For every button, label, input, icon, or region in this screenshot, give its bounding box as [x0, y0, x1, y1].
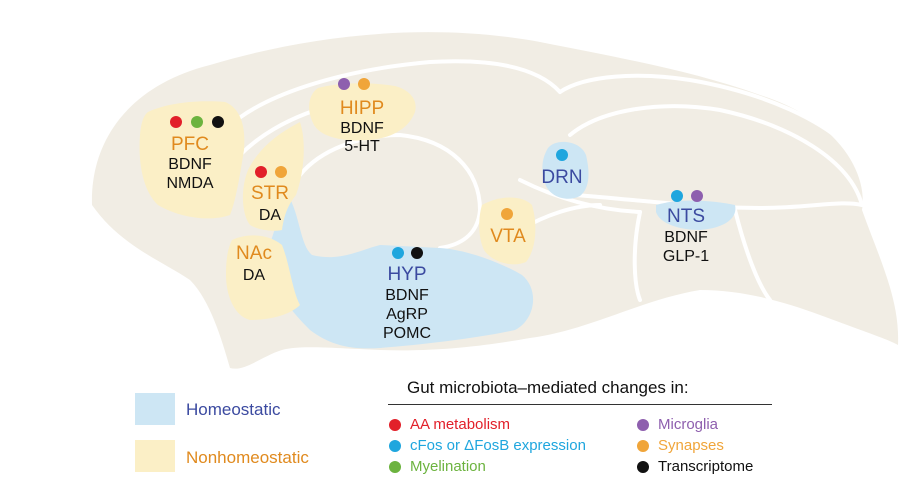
hyp-marker-cyan: [392, 247, 404, 259]
legend-divider: [388, 404, 772, 405]
region-vta-label: VTA: [478, 227, 538, 246]
nac-name: NAc: [236, 243, 272, 264]
pfc-marker-red: [170, 116, 182, 128]
hyp-marker-black: [411, 247, 423, 259]
hyp-name: HYP: [387, 264, 427, 285]
region-str-area: [242, 122, 304, 231]
region-pfc-label: PFC BDNF NMDA: [150, 135, 230, 192]
hipp-line-1: BDNF: [340, 120, 384, 137]
str-marker-orange: [275, 166, 287, 178]
drn-marker-cyan: [556, 149, 568, 161]
str-line-1: DA: [258, 207, 282, 224]
region-nac-area: [226, 235, 300, 320]
nts-line-1: BDNF: [664, 229, 708, 246]
brain-boundaries: [223, 59, 864, 302]
region-hyp-area: [266, 195, 534, 349]
str-name: STR: [251, 183, 289, 204]
microglia-dot: [637, 419, 649, 431]
legend-myelination: Myelination: [410, 458, 486, 475]
region-str-label: STR DA: [240, 184, 300, 224]
region-nts-label: NTS BDNF GLP-1: [656, 207, 716, 265]
region-nac-label: NAc DA: [224, 244, 284, 284]
homeostatic-swatch: [135, 393, 175, 425]
hipp-name: HIPP: [339, 98, 385, 119]
region-pfc-area: [139, 101, 245, 219]
homeostatic-legend-label: Homeostatic: [186, 400, 281, 419]
hyp-line-3: POMC: [383, 325, 431, 342]
pfc-marker-green: [191, 116, 203, 128]
str-marker-red: [255, 166, 267, 178]
pfc-line-2: NMDA: [166, 175, 214, 192]
region-vta-area: [479, 197, 536, 265]
drn-name: DRN: [541, 167, 583, 188]
nac-line-1: DA: [242, 267, 266, 284]
hipp-line-2: 5-HT: [344, 138, 380, 155]
hipp-marker-purple: [338, 78, 350, 90]
region-hyp-label: HYP BDNF AgRP POMC: [367, 265, 447, 342]
nts-marker-purple: [691, 190, 703, 202]
pfc-name: PFC: [171, 134, 209, 155]
region-drn-area: [542, 141, 589, 199]
hyp-line-1: BDNF: [385, 287, 429, 304]
hipp-marker-orange: [358, 78, 370, 90]
aa-metabolism-dot: [389, 419, 401, 431]
region-hipp-area: [309, 83, 416, 141]
synapses-dot: [637, 440, 649, 452]
nonhomeostatic-swatch: [135, 440, 175, 472]
transcriptome-dot: [637, 461, 649, 473]
vta-marker-orange: [501, 208, 513, 220]
legend-microglia: Microglia: [658, 416, 719, 433]
pfc-marker-black: [212, 116, 224, 128]
legend-cfos-expression: cFos or ΔFosB expression: [410, 437, 586, 454]
legend-synapses: Synapses: [658, 437, 724, 454]
hyp-line-2: AgRP: [386, 306, 428, 323]
region-nts-area: [656, 200, 736, 230]
legend-aa-metabolism: AA metabolism: [410, 416, 511, 433]
nts-line-2: GLP-1: [662, 248, 710, 265]
region-drn-label: DRN: [532, 168, 592, 187]
vta-name: VTA: [490, 226, 526, 247]
myelination-dot: [389, 461, 401, 473]
nonhomeostatic-legend-label: Nonhomeostatic: [186, 448, 309, 467]
region-hipp-label: HIPP BDNF 5-HT: [322, 99, 402, 155]
marker-dots: [170, 78, 703, 259]
nts-marker-cyan: [671, 190, 683, 202]
legend-title: Gut microbiota–mediated changes in:: [407, 378, 689, 397]
cfos-dot: [389, 440, 401, 452]
legend-transcriptome: Transcriptome: [658, 458, 754, 475]
nts-name: NTS: [667, 206, 705, 227]
pfc-line-1: BDNF: [168, 156, 212, 173]
